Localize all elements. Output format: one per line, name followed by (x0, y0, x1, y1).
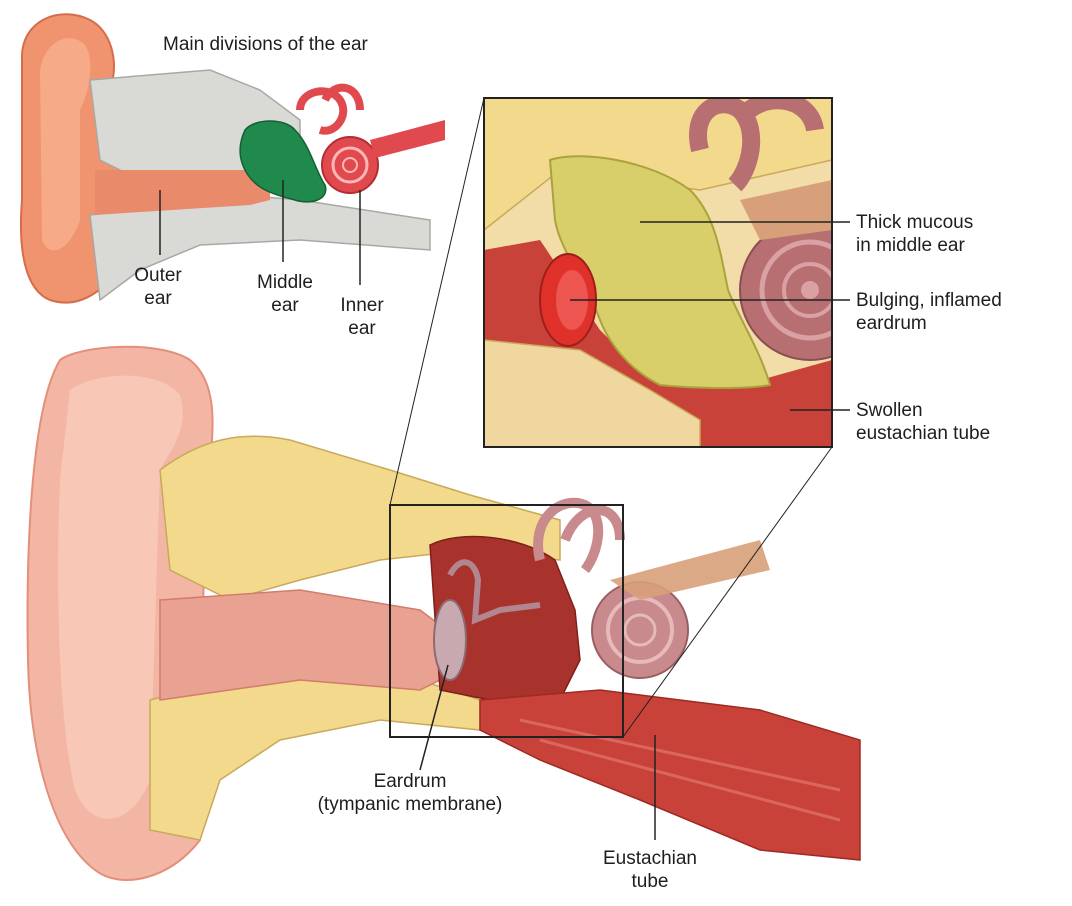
label-outer-ear: Outer ear (118, 264, 198, 310)
label-bulging-eardrum: Bulging, inflamed eardrum (856, 289, 1002, 335)
label-thick-mucous: Thick mucous in middle ear (856, 211, 973, 257)
top-inner-ear-red (300, 88, 445, 193)
top-ear-cross-section (21, 14, 445, 302)
label-eustachian-tube: Eustachian tube (570, 847, 730, 893)
label-middle-ear: Middle ear (240, 271, 330, 317)
label-swollen-tube: Swollen eustachian tube (856, 399, 990, 445)
top-diagram-title: Main divisions of the ear (163, 33, 368, 56)
inset-zoom-view (484, 98, 880, 447)
label-eardrum: Eardrum (tympanic membrane) (280, 770, 540, 816)
label-inner-ear: Inner ear (322, 294, 402, 340)
zoom-connector-left (390, 98, 484, 505)
main-eardrum (434, 600, 466, 680)
